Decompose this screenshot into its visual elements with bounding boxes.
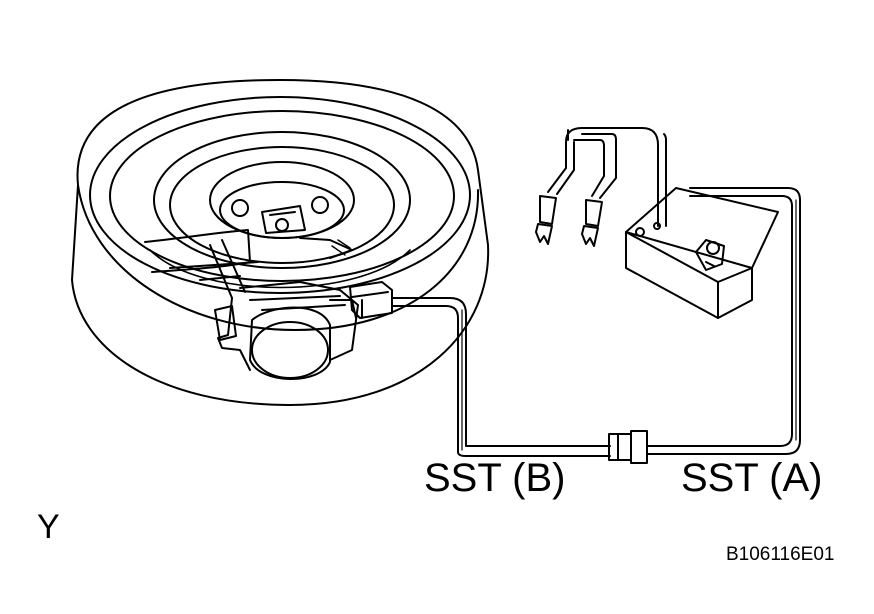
- spare-tire: [71, 79, 490, 406]
- wheel-hub: [209, 161, 355, 259]
- sst-b-label: SST (B): [424, 456, 566, 500]
- figure-code-label: B106116E01: [726, 544, 835, 565]
- deployment-tool: [625, 187, 779, 319]
- airbag-module: [144, 229, 393, 380]
- clip-right: [581, 199, 603, 247]
- harness-connector: [608, 430, 648, 464]
- clip-left: [535, 195, 557, 245]
- view-letter-label: Y: [37, 508, 60, 546]
- sst-a-harness: [646, 187, 801, 455]
- battery-leads: [547, 127, 667, 227]
- sst-b-harness: [391, 297, 611, 457]
- sst-a-label: SST (A): [681, 456, 823, 500]
